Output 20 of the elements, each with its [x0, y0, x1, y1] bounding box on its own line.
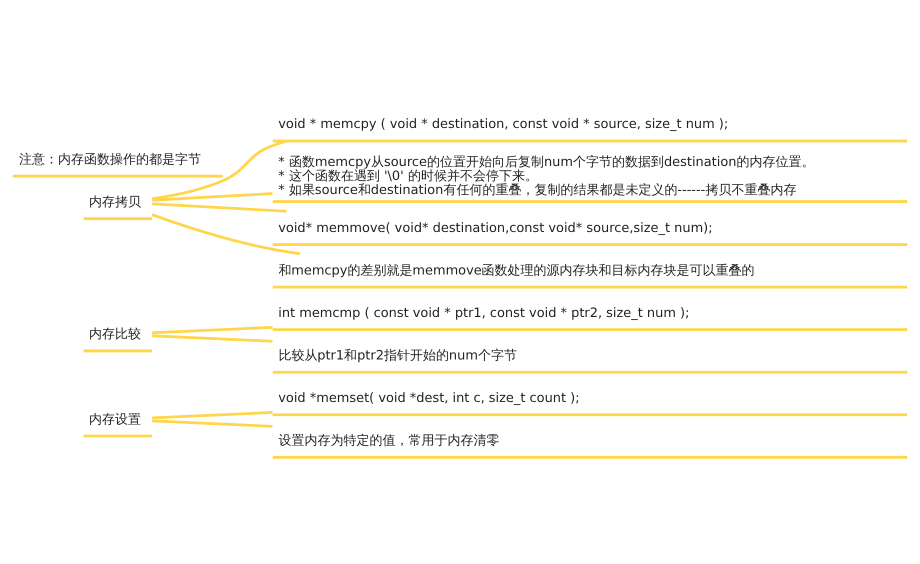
connector — [152, 325, 273, 334]
node-text: 内存比较 — [89, 326, 142, 342]
connector — [152, 139, 287, 200]
node-text: 设置内存为特定的值，常用于内存清零 — [278, 433, 500, 448]
connector — [152, 334, 273, 342]
connector — [152, 192, 273, 202]
node-text: 内存设置 — [89, 412, 142, 427]
node-text: void * memcpy ( void * destination, const void * source, size_t num ); — [278, 116, 728, 132]
node-text: 比较从ptr1和ptr2指针开始的num个字节 — [278, 348, 517, 363]
connector — [152, 202, 287, 212]
connector — [152, 212, 300, 255]
connector — [152, 419, 273, 428]
node-text: 和memcpy的差别就是memmove函数处理的源内存块和目标内存块是可以重叠的 — [278, 262, 755, 278]
node-text: void* memmove( void* destination,const void* source,size_t num); — [278, 220, 713, 236]
node-text: int memcmp ( const void * ptr1, const void * ptr2, size_t num ); — [278, 305, 690, 320]
connector — [152, 410, 273, 419]
node-text: 内存拷贝 — [89, 194, 142, 210]
node-text: * 函数memcpy从source的位置开始向后复制num个字节的数据到destination的内存位置。 * 这个函数在遇到 '\0' 的时候并不会停下来。 * 如果source和destination有任何的重叠，复制的结果都是未定义的------拷贝不重叠内存 — [278, 154, 814, 198]
node-text: 注意：内存函数操作的都是字节 — [18, 152, 201, 167]
node-text: void *memset( void *dest, int c, size_t count ); — [278, 390, 580, 406]
